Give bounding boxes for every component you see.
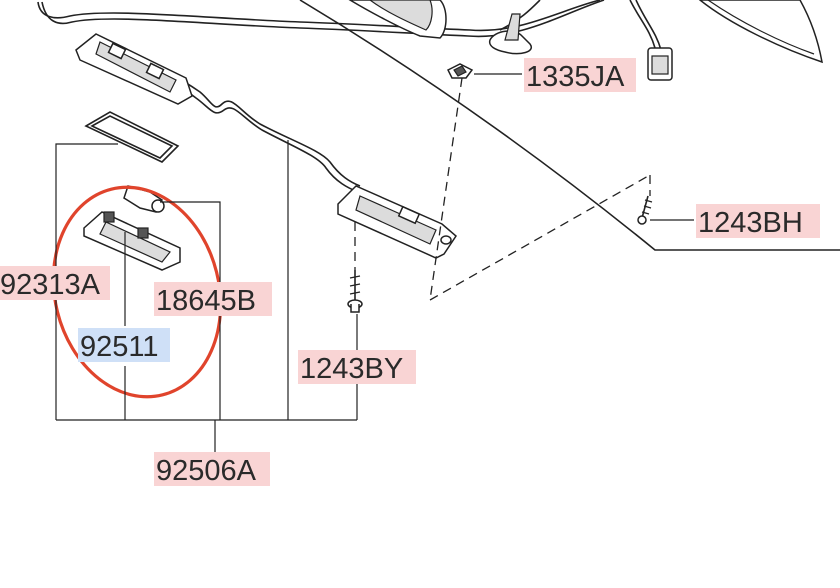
- callout-92313A[interactable]: 92313A: [0, 266, 110, 301]
- high-mount-lamp-body: [348, 0, 447, 39]
- callout-92511-text: 92511: [80, 331, 159, 363]
- callout-92313A-text: 92313A: [0, 269, 101, 301]
- callout-1243BY[interactable]: 1243BY: [298, 350, 416, 385]
- license-lamp-right: [337, 185, 457, 259]
- mounting-lines: [354, 77, 651, 301]
- lamp-lens-92511: [83, 211, 181, 271]
- callout-1335JA[interactable]: 1335JA: [524, 58, 636, 93]
- highlight-circle: [51, 185, 223, 399]
- tailgate-garnish: [698, 0, 823, 64]
- callout-92506A[interactable]: 92506A: [154, 452, 270, 487]
- callout-1243BH[interactable]: 1243BH: [696, 204, 820, 239]
- callout-92506A-text: 92506A: [156, 455, 257, 487]
- grommet: [488, 13, 532, 55]
- harness-connector: [647, 47, 673, 81]
- callout-1243BY-text: 1243BY: [300, 353, 403, 385]
- clip-1335JA: [446, 63, 474, 79]
- callout-18645B[interactable]: 18645B: [154, 282, 272, 317]
- wiring-harness: [37, 0, 662, 193]
- screw-1243BY: [347, 270, 363, 313]
- license-lamp-upper: [75, 33, 193, 105]
- leader-lines: [55, 73, 694, 452]
- gasket-92313A: [84, 111, 180, 163]
- callout-18645B-text: 18645B: [156, 285, 256, 317]
- callout-1335JA-text: 1335JA: [526, 61, 625, 93]
- screw-1243BH: [637, 195, 653, 225]
- callout-1243BH-text: 1243BH: [698, 207, 803, 239]
- callout-92511[interactable]: 92511: [78, 328, 170, 363]
